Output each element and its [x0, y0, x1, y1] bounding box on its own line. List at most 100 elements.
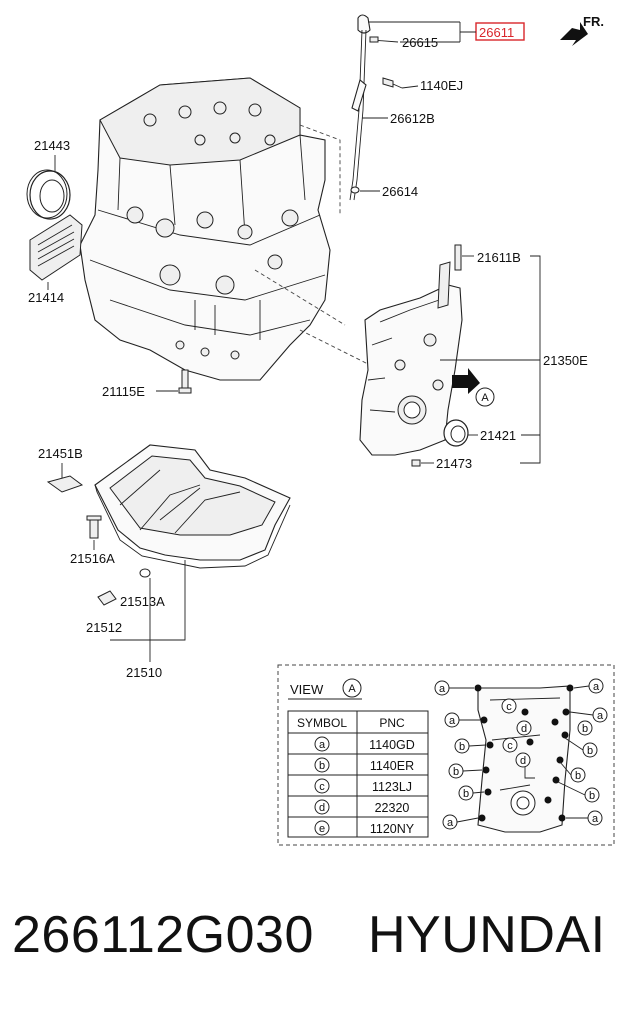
drain-plug: [97, 568, 151, 606]
view-title: VIEW: [290, 682, 324, 697]
view-a-panel: VIEW A SYMBOL PNC a 1140GD b 1140ER: [277, 664, 615, 846]
dipstick-assembly: [349, 14, 403, 201]
svg-text:b: b: [589, 790, 595, 802]
fr-label: FR.: [583, 14, 604, 29]
table-row: b 1140ER: [314, 757, 414, 773]
oil-pan: [46, 444, 291, 569]
front-direction-indicator: FR.: [560, 14, 604, 46]
svg-text:c: c: [507, 740, 513, 752]
svg-text:a: a: [592, 813, 599, 825]
svg-text:b: b: [463, 788, 469, 800]
label-26612b: 26612B: [390, 111, 435, 126]
callout-26612b: 26612B: [362, 111, 435, 126]
callout-21443: 21443: [34, 138, 70, 172]
front-oil-seal: [443, 419, 469, 447]
row-pnc: 1140GD: [369, 738, 415, 752]
svg-text:a: a: [439, 683, 446, 695]
row-pnc: 22320: [375, 801, 410, 815]
seal-inner: [39, 179, 65, 213]
row-symbol: b: [319, 760, 325, 772]
oil-baffle: [46, 475, 84, 493]
label-21115e: 21115E: [102, 384, 145, 399]
dipstick-tube: [349, 29, 363, 201]
bolt-21473: [411, 459, 421, 467]
part-number-caption: 266112G030: [12, 906, 314, 964]
view-arrow-icon: [452, 368, 480, 394]
dipstick-tube-outline: [353, 29, 367, 201]
callout-1140ej: 1140EJ: [401, 78, 463, 93]
svg-text:c: c: [506, 701, 512, 713]
svg-text:d: d: [520, 755, 526, 767]
svg-text:b: b: [582, 723, 588, 735]
cover-bracket-line: [520, 255, 541, 464]
dipstick-bracket: [351, 79, 367, 112]
bolt-21115e: [178, 369, 192, 394]
timing-chain-cover: [359, 244, 463, 456]
label-26615: 26615: [402, 35, 438, 50]
label-21451b: 21451B: [38, 446, 83, 461]
table-row: c 1123LJ: [314, 778, 412, 794]
dipstick-o-ring: [350, 186, 360, 194]
parts-diagram: FR. 26611 26615 1140EJ 26612B 26614: [26, 14, 615, 846]
callout-21421: 21421: [468, 428, 516, 443]
callout-21414: 21414: [28, 282, 64, 305]
stud-bolt: [454, 244, 462, 271]
label-26611: 26611: [479, 25, 514, 40]
svg-text:d: d: [521, 723, 527, 735]
view-a-letter: A: [481, 392, 489, 404]
callout-26611: 26611: [368, 21, 525, 43]
bolt-21516a: [86, 515, 102, 539]
view-a-arrow: A: [452, 368, 495, 407]
callout-21611b: 21611B: [462, 250, 521, 265]
dipstick-handle: [357, 14, 371, 34]
svg-text:b: b: [587, 745, 593, 757]
pnc-table: SYMBOL PNC a 1140GD b 1140ER c 1123LJ d …: [287, 710, 429, 838]
table-row: e 1120NY: [314, 820, 415, 836]
svg-text:b: b: [453, 766, 459, 778]
table-header-pnc: PNC: [379, 716, 405, 730]
rear-oil-seal: [26, 169, 71, 220]
seal-housing-body: [29, 214, 83, 281]
row-symbol: a: [319, 739, 326, 751]
callout-21512: 21512: [86, 620, 122, 635]
label-21350e: 21350E: [543, 353, 588, 368]
table-row: a 1140GD: [314, 736, 415, 752]
svg-text:a: a: [593, 681, 600, 693]
callout-26615: 26615: [369, 35, 438, 50]
table-row: d 22320: [314, 799, 410, 815]
seal-housing: [29, 214, 83, 281]
row-symbol: d: [319, 802, 325, 814]
label-21512: 21512: [86, 620, 122, 635]
front-arrow-icon: [560, 22, 588, 46]
label-21473: 21473: [436, 456, 472, 471]
callout-21516a: 21516A: [70, 540, 115, 566]
oil-pan-inner: [109, 455, 276, 536]
engine-block: [79, 77, 381, 388]
callout-21473: 21473: [421, 456, 472, 471]
table-header-symbol: SYMBOL: [297, 716, 347, 730]
cover-gasket-strip: [437, 261, 451, 309]
label-21516a: 21516A: [70, 551, 115, 566]
label-21421: 21421: [480, 428, 516, 443]
label-21414: 21414: [28, 290, 64, 305]
callout-21513a: 21513A: [120, 594, 165, 609]
svg-text:a: a: [449, 715, 456, 727]
callout-21350e: 21350E: [440, 353, 588, 368]
row-symbol: c: [319, 781, 325, 793]
oil-pan-bracket-line: [110, 560, 186, 641]
label-21611b: 21611B: [477, 250, 521, 265]
svg-text:a: a: [597, 710, 604, 722]
highlight-box-26611: [475, 22, 525, 41]
label-26614: 26614: [382, 184, 418, 199]
bolt-markers: [474, 684, 574, 822]
label-1140ej: 1140EJ: [420, 78, 463, 93]
view-title-letter: A: [348, 683, 356, 695]
view-a-cover-drawing: a a c a a b d b c b d b b: [434, 678, 608, 833]
callout-21510: 21510: [126, 640, 162, 680]
symbol-callouts: a a c a a b d b c b d b b: [434, 678, 608, 830]
label-21443: 21443: [34, 138, 70, 153]
row-pnc: 1120NY: [370, 822, 415, 836]
brand-caption: HYUNDAI: [368, 906, 606, 964]
label-21510: 21510: [126, 665, 162, 680]
callout-26614: 26614: [360, 184, 418, 199]
